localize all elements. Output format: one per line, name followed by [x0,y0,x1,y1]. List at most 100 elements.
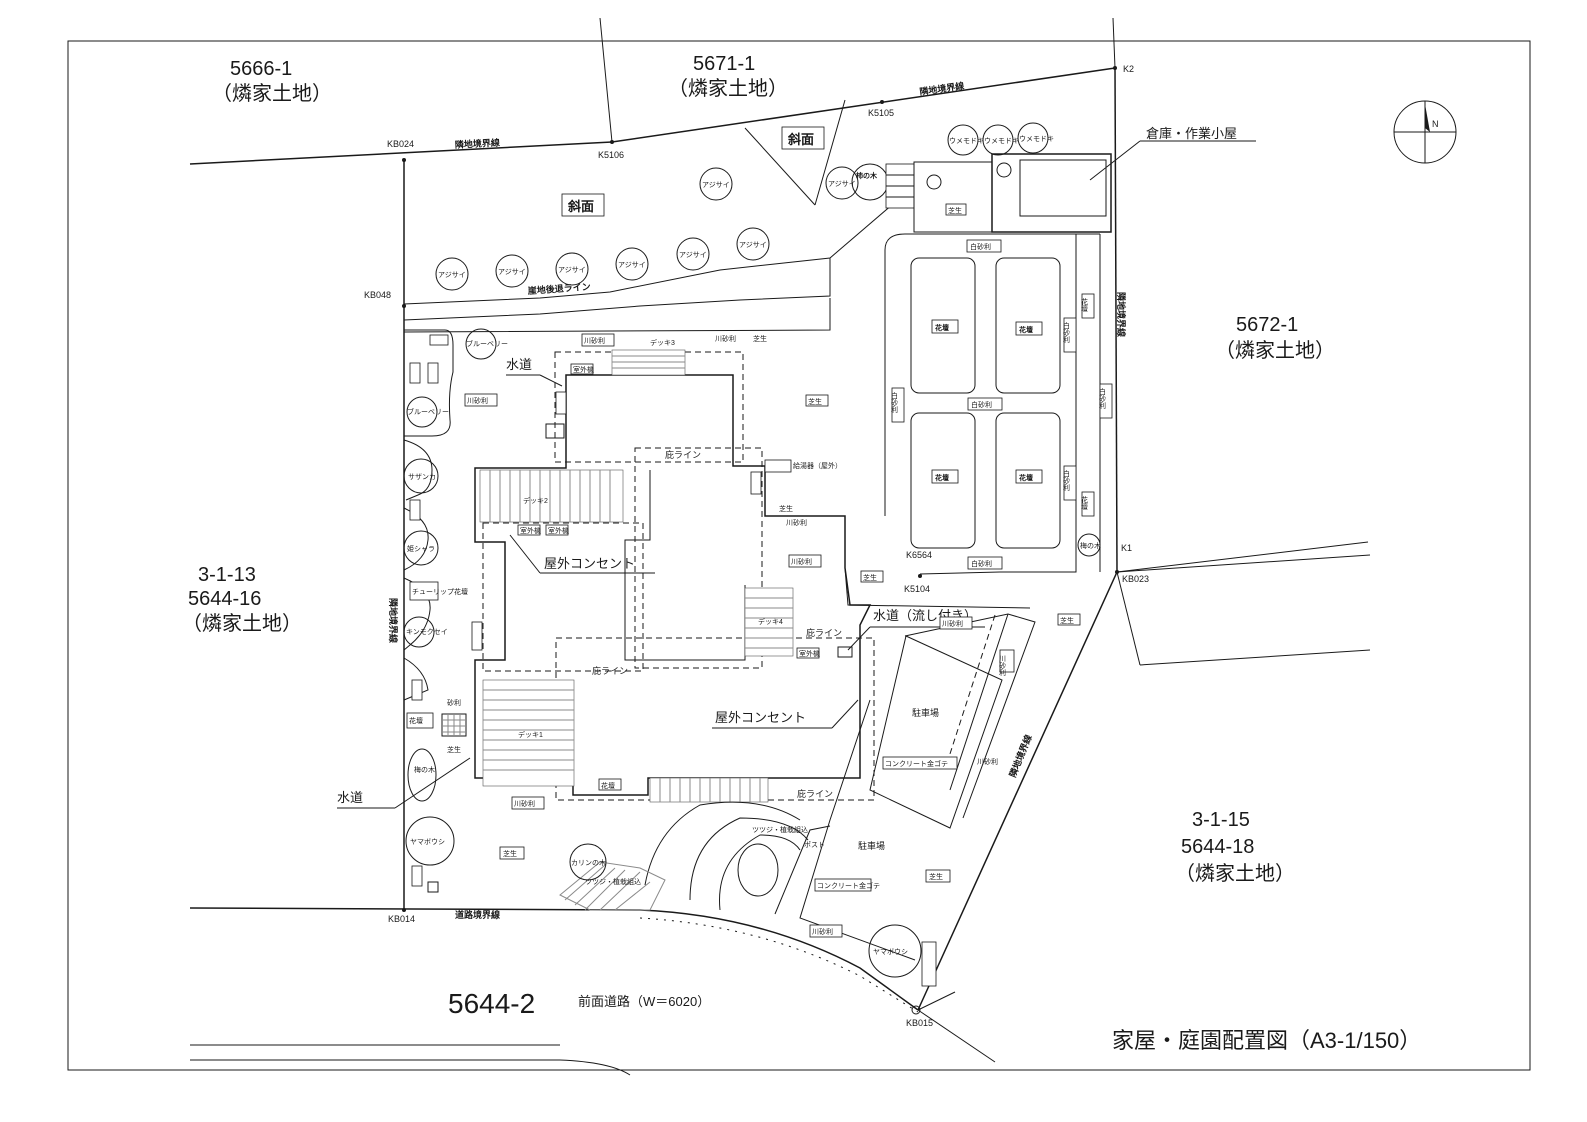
parcel-3-1-13-code: 3-1-13 [198,564,256,586]
point-k5106: K5106 [598,150,624,160]
lawn-parking: 芝生 [929,872,943,881]
flowerbed-3: 花壇 [935,473,949,482]
flowerbed-strip-1: 花壇 [1081,297,1089,312]
outdoor-outlet-2: 屋外コンセント [715,710,806,725]
river-gravel-east-2: 川砂利 [786,518,807,527]
point-k1: K1 [1121,543,1132,553]
deck-4: デッキ4 [744,587,794,657]
white-gravel-east-1: 白砂利 [1063,321,1071,343]
sazanka-tree: サザンカ [408,473,436,481]
parcel-5644-18-code: 5644-18 [1181,836,1254,858]
parcel-3-1-13-owner: （燐家土地） [182,612,302,635]
annotations: 水道 屋外コンセント 水道（流し付き） 屋外コンセント 水道 [337,357,985,809]
deck-3: デッキ3 [611,338,686,376]
storage-shed: 芝生 倉庫・作業小屋 [913,126,1256,233]
slope-label-2: 斜面 [787,132,814,147]
property-boundaries [189,17,1371,1076]
lawn-west: 芝生 [447,745,461,754]
river-gravel-parking: 川砂利 [999,655,1007,676]
deck-1: デッキ1 [482,679,575,787]
hydrangea-4: アジサイ [618,261,646,269]
white-gravel-middle: 白砂利 [971,400,992,409]
tulip-bed: チューリップ花壇 [412,587,468,596]
outdoor-outlet-1: 屋外コンセント [544,556,635,571]
blueberry-1: ブルーベリー [466,339,508,348]
outdoor-unit-4: 室外機 [799,649,820,658]
river-gravel-east: 川砂利 [791,557,812,566]
boundary-label-southeast: 隣地境界線 [1007,733,1034,779]
boundary-label-west: 隣地境界線 [388,598,399,643]
flowerbed-strip-2: 花壇 [1081,495,1089,510]
road-parcel-code: 5644-2 [448,988,535,1019]
eave-line-3: 庇ライン [806,627,842,638]
slope-label-1: 斜面 [567,199,594,214]
point-k2: K2 [1123,64,1134,74]
river-gravel-south: 川砂利 [514,799,535,808]
point-kb024: KB024 [387,139,414,149]
deck-3-label: デッキ3 [650,338,675,347]
azalea-planting-1: ツツジ・植栽組込 [585,877,641,886]
river-gravel-west: 川砂利 [467,396,488,405]
lawn-east: 芝生 [808,397,822,406]
parcel-5644-16-code: 5644-16 [188,588,261,610]
deck-2: デッキ2 [479,469,624,523]
north-garden: 斜面 斜面 アジサイ アジサイ アジサイ アジサイ アジサイ アジサイ アジサイ… [435,122,1054,291]
shed-label: 倉庫・作業小屋 [1146,126,1237,141]
drawing-title: 家屋・庭園配置図（A3-1/150） [1112,1028,1421,1053]
lawn-east-boundary: 芝生 [1060,616,1074,625]
point-k6564: K6564 [906,550,932,560]
river-gravel-parking-north: 川砂利 [942,619,963,628]
lawn-label-shed: 芝生 [948,206,962,215]
eave-line-4: 庇ライン [797,788,833,799]
flowerbed-south: 花壇 [601,781,615,790]
gravel-label: 砂利 [447,698,461,707]
river-gravel-parking-south: 川砂利 [812,927,833,936]
azalea-planting-2: ツツジ・植栽組込 [752,825,808,834]
hydrangea-3: アジサイ [558,266,586,274]
white-gravel-top: 白砂利 [970,242,991,251]
deck-4-label: デッキ4 [758,617,783,626]
point-kb048: KB048 [364,290,391,300]
point-k5105: K5105 [868,108,894,118]
lawn-parking-north: 芝生 [863,573,877,582]
parcel-5672-1-owner: （燐家土地） [1215,339,1335,362]
north-label: N [1432,119,1439,129]
parking-label-2: 駐車場 [858,840,885,851]
survey-points: K2 K5105 KB024 K5106 KB048 K1 KB023 K656… [364,64,1149,1028]
eave-line-1: 庇ライン [665,449,701,460]
outdoor-unit-2: 室外機 [520,526,541,535]
flowerbed-1: 花壇 [935,323,949,332]
hydrangea-2: アジサイ [498,268,526,276]
parcel-3-1-15-code: 3-1-15 [1192,809,1250,831]
yamaboushi-tree-2: ヤマボウシ [873,948,908,956]
front-garden: カリンの木 ツツジ・植栽組込 ツツジ・植栽組込 [559,801,809,911]
outdoor-unit-1: 室外機 [573,365,594,374]
boundary-label-east: 隣地境界線 [1116,292,1127,337]
parcel-labels: 5666-1 （燐家土地） 5671-1 （燐家土地） 5672-1 （燐家土地… [182,53,1335,1019]
east-garden: 白砂利 花壇 花壇 花壇 花壇 白砂利 白砂利 白砂利 白砂利 白砂利 白砂利 … [884,233,1113,575]
parcel-5666-1-owner: （燐家土地） [212,82,332,105]
white-gravel-bottom: 白砂利 [971,559,992,568]
persimmon-tree: 柿の木 [856,171,878,180]
front-road-label: 前面道路（W＝6020） [578,994,710,1009]
river-gravel-north: 川砂利 [584,336,605,345]
house: デッキ1 デッキ2 デッキ3 デッキ4 室外機 室外機 室外機 室外機 [464,333,875,810]
cliff-setback-label: 崖地後退ライン [527,281,591,296]
yamaboushi-tree-1: ヤマボウシ [410,838,445,846]
parking-label-1: 駐車場 [912,707,939,718]
parking-area: 川砂利 川砂利 芝生 芝生 駐車場 コンクリート金ゴテ 駐車場 コンクリート金ゴ… [774,567,1081,987]
lawn-east-2: 芝生 [779,504,793,513]
parcel-5672-1-code: 5672-1 [1236,314,1298,336]
flowerbed-4: 花壇 [1019,473,1033,482]
point-kb015: KB015 [906,1018,933,1028]
point-kb023: KB023 [1122,574,1149,584]
lawn-southwest: 芝生 [503,849,517,858]
road-boundary-label: 道路境界線 [455,909,500,920]
white-gravel-east-3: 白砂利 [1099,387,1107,409]
concrete-label-2: コンクリート金ゴテ [817,881,880,890]
blueberry-2: ブルーベリー [407,407,449,416]
hydrangea-5: アジサイ [679,251,707,259]
parcel-3-1-15-owner: （燐家土地） [1175,862,1295,885]
umemodoki-2: ウメモドキ [984,137,1019,145]
